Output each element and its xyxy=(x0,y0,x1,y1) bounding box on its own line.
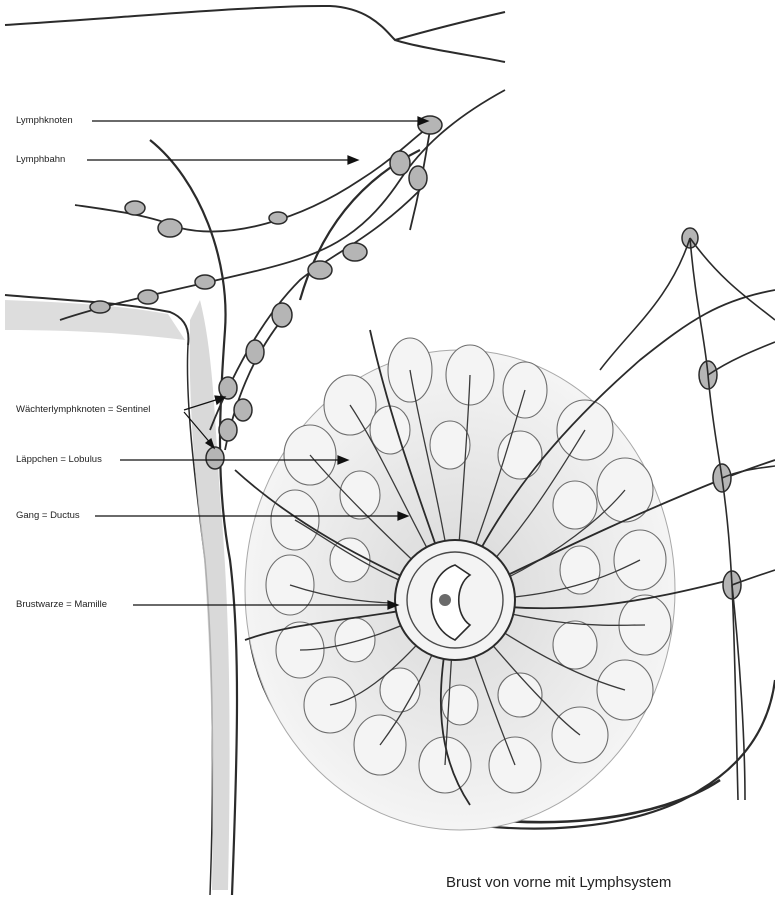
figure-caption: Brust von vorne mit Lymphsystem xyxy=(446,874,671,891)
label-lymph-vessel: Lymphbahn xyxy=(16,154,65,166)
label-sentinel: Wächterlymphknoten = Sentinel xyxy=(16,404,150,416)
glandular-tissue xyxy=(235,290,775,830)
label-lymph-node: Lymphknoten xyxy=(16,115,73,127)
label-lobule: Läppchen = Lobulus xyxy=(16,454,102,466)
label-nipple: Brustwarze = Mamille xyxy=(16,599,107,611)
shoulder-outline xyxy=(5,6,505,345)
nipple-areola xyxy=(395,540,515,660)
label-duct: Gang = Ductus xyxy=(16,510,80,522)
